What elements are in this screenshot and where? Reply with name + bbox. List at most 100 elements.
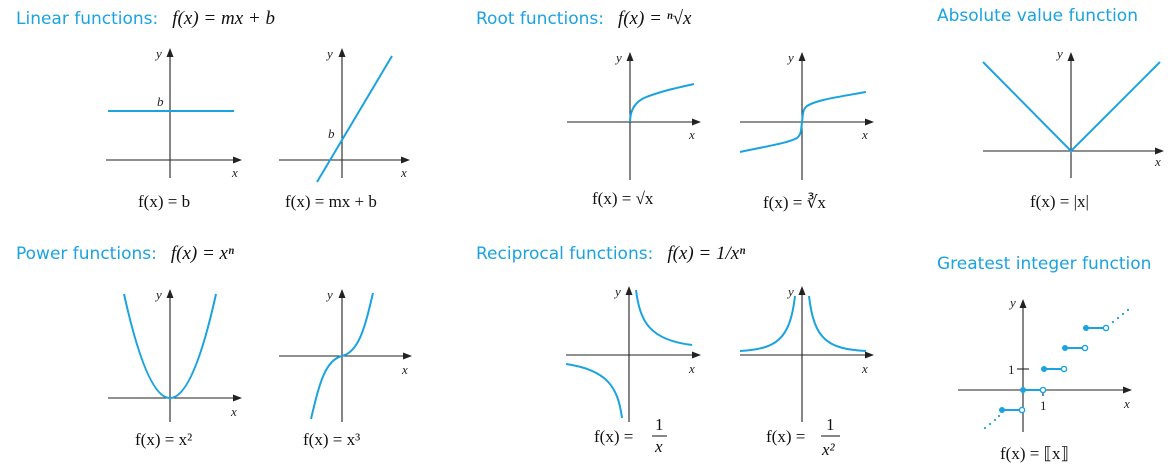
caption-constant: f(x) = b (138, 192, 190, 211)
caption-sqrt: f(x) = √x (592, 189, 654, 208)
reciprocal-title-text: Reciprocal functions: (476, 244, 654, 264)
caption-recip2-denominator: x² (821, 440, 836, 459)
graph-recip: x y f(x) = 1 x (565, 284, 701, 456)
x-axis-arrow (865, 118, 874, 126)
y-axis-arrow (338, 289, 346, 298)
caption-recip-denominator: x (654, 437, 663, 456)
reciprocal-functions-title: Reciprocal functions:f(x) = 1/xⁿ (476, 243, 745, 265)
curve-sqrt (629, 83, 695, 123)
curve-recip2-left (739, 295, 796, 352)
graph-constant: x y b f(x) = b (106, 46, 242, 211)
y-axis-label: y (786, 284, 794, 299)
x-axis-label: x (861, 127, 868, 142)
graph-recip2: x y f(x) = 1 x² (739, 284, 874, 459)
linear-title-text: Linear functions: (16, 9, 159, 29)
curve-recip-left (565, 363, 623, 419)
y-axis-label: y (1055, 46, 1063, 61)
y-axis-arrow (166, 48, 174, 57)
curve-cube (310, 292, 374, 420)
b-intercept-label: b (157, 94, 164, 109)
graph-square: x y f(x) = x² (108, 287, 242, 449)
caption-square: f(x) = x² (135, 430, 192, 449)
x-axis-label: x (688, 127, 695, 142)
y-axis-label: y (614, 50, 622, 65)
continuation-dots-lower (983, 414, 1001, 430)
step-minus1-closed-dot (999, 407, 1005, 413)
x-axis-label: x (688, 361, 695, 376)
power-title-formula: f(x) = xⁿ (170, 243, 234, 264)
y-axis-label: y (1008, 295, 1016, 310)
x-axis-arrow (865, 351, 874, 359)
x-axis-arrow (692, 351, 701, 359)
x-axis-arrow (233, 394, 242, 402)
y-axis-label: y (613, 284, 621, 299)
graph-sqrt: x y f(x) = √x (567, 50, 701, 208)
linear-title-formula: f(x) = mx + b (172, 8, 275, 29)
x-axis-label: x (861, 361, 868, 376)
step-3-closed-dot (1083, 325, 1089, 331)
root-title-formula: f(x) = ⁿ√x (617, 8, 692, 29)
x-axis-arrow (692, 118, 701, 126)
y-axis-arrow (166, 289, 174, 298)
curve-abs (982, 61, 1161, 153)
power-title-text: Power functions: (16, 244, 157, 264)
curve-cbrt (739, 91, 867, 153)
caption-recip-lhs: f(x) = (594, 427, 633, 446)
step-1-closed-dot (1041, 366, 1047, 372)
caption-abs: f(x) = |x| (1030, 192, 1089, 211)
step-2-closed-dot (1062, 345, 1068, 351)
curve-recip-right (635, 289, 693, 346)
x-axis-label: x (400, 165, 407, 180)
step-0-closed-dot (1020, 387, 1026, 393)
caption-cube: f(x) = x³ (303, 430, 360, 449)
y-axis-label: y (154, 287, 162, 302)
x-axis-arrow (233, 156, 242, 164)
y-tick-label-1: 1 (1008, 362, 1015, 377)
y-axis-label: y (325, 46, 333, 61)
y-axis-arrow (798, 286, 806, 295)
absolute-title-text: Absolute value function (937, 6, 1138, 26)
caption-recip2-numerator: 1 (826, 415, 835, 434)
curve-linear (316, 55, 393, 183)
y-axis-arrow (1067, 52, 1075, 61)
caption-recip-numerator: 1 (655, 415, 664, 434)
root-title-text: Root functions: (476, 9, 604, 29)
graph-linear: x y b f(x) = mx + b (279, 46, 410, 211)
step-minus1-open-dot (1018, 406, 1026, 414)
greatest-title-text: Greatest integer function (937, 254, 1152, 274)
graph-floor: x y 1 1 f(x) = ⟦x (958, 295, 1132, 463)
x-axis-arrow (1123, 386, 1132, 394)
y-axis-label: y (154, 46, 162, 61)
linear-functions-title: Linear functions: f(x) = mx + b (16, 8, 275, 30)
x-axis-label: x (1123, 396, 1130, 411)
absolute-value-title: Absolute value function (937, 6, 1138, 26)
root-functions-title: Root functions: f(x) = ⁿ√x (476, 8, 692, 30)
b-intercept-label: b (328, 126, 335, 141)
y-axis-arrow (626, 52, 634, 61)
step-2-open-dot (1081, 344, 1089, 352)
x-axis-arrow (401, 156, 410, 164)
graph-abs: x y f(x) = |x| (982, 46, 1164, 211)
x-axis-arrow (1155, 147, 1164, 155)
step-1-open-dot (1060, 365, 1068, 373)
step-0-open-dot (1039, 386, 1047, 394)
graph-cbrt: x y f(x) = ∛x (739, 50, 874, 212)
caption-floor: f(x) = ⟦x⟧ (1000, 444, 1069, 463)
caption-recip2-lhs: f(x) = (766, 427, 805, 446)
x-axis-label: x (1154, 154, 1161, 169)
y-axis-label: y (786, 50, 794, 65)
x-axis-label: x (401, 362, 408, 377)
x-axis-label: x (230, 404, 237, 419)
caption-linear: f(x) = mx + b (285, 192, 377, 211)
continuation-dots-upper (1111, 308, 1130, 324)
step-3-open-dot (1102, 324, 1110, 332)
y-axis-arrow (1019, 299, 1027, 308)
x-tick-label-1: 1 (1040, 398, 1047, 413)
y-axis-arrow (798, 52, 806, 61)
y-axis-arrow (625, 286, 633, 295)
x-axis-label: x (231, 165, 238, 180)
greatest-integer-title: Greatest integer function (937, 254, 1151, 274)
y-axis-arrow (338, 48, 346, 57)
power-functions-title: Power functions: f(x) = xⁿ (16, 243, 234, 265)
